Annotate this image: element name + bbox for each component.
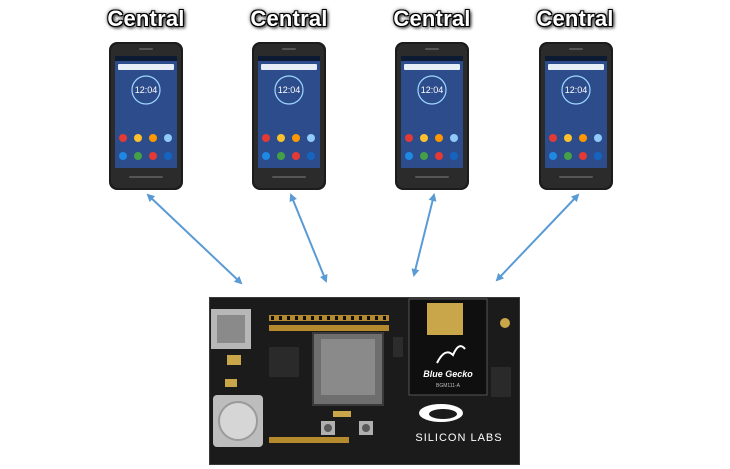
coin-cell-battery [218, 401, 258, 441]
clock-time: 12:04 [278, 85, 301, 95]
module-part-text: BGM111-A [436, 383, 461, 389]
smartphone-1: 12:04 [109, 42, 183, 190]
arrow-1 [146, 193, 243, 285]
clock-time: 12:04 [135, 85, 158, 95]
smartphone-4: 12:04 [539, 42, 613, 190]
blue-gecko-dev-board: Blue Gecko BGM111-A SILICON LABS [209, 297, 520, 465]
arrow-3 [411, 193, 437, 277]
clock-time: 12:04 [565, 85, 588, 95]
gecko-logo-icon [436, 345, 466, 364]
module-name-text: Blue Gecko [423, 369, 473, 379]
smartphone-3: 12:04 [395, 42, 469, 190]
central-label-4: Central [536, 6, 614, 31]
smartphone-2: 12:04 [252, 42, 326, 190]
clock-time: 12:04 [421, 85, 444, 95]
arrow-2 [289, 193, 328, 283]
central-label-1: Central [107, 6, 185, 31]
silicon-labs-logo-icon [419, 404, 463, 422]
central-label-3: Central [393, 6, 471, 31]
arrow-4 [495, 193, 580, 282]
central-label-2: Central [250, 6, 328, 31]
brand-text: SILICON LABS [415, 432, 502, 444]
